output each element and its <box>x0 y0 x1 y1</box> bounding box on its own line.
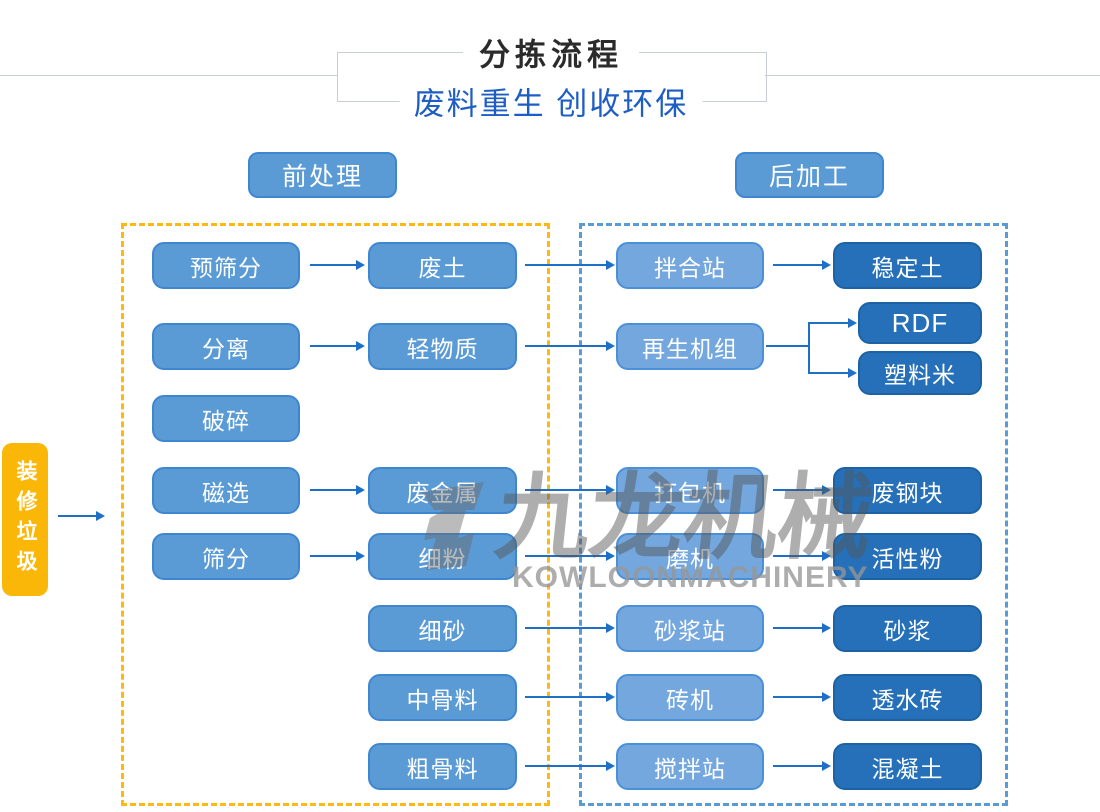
header-line-left <box>0 75 337 76</box>
arrow-mill-activepowder <box>773 551 831 561</box>
node-mortar-station: 砂浆站 <box>616 605 764 652</box>
section-pre-processing: 前处理 <box>248 152 397 198</box>
node-mixing-station: 拌合站 <box>616 242 764 289</box>
node-mortar: 砂浆 <box>833 605 982 652</box>
arrow-finepowder-mill <box>525 551 615 561</box>
node-waste-metal: 废金属 <box>368 467 517 514</box>
arrow-prescreen-wastesoil <box>310 260 365 270</box>
node-mill: 磨机 <box>616 533 764 580</box>
node-fine-sand: 细砂 <box>368 605 517 652</box>
node-magnetic-separation: 磁选 <box>152 467 300 514</box>
node-rdf: RDF <box>858 302 982 344</box>
node-baler: 打包机 <box>616 467 764 514</box>
arrow-lightmaterial-regenunit <box>525 341 615 351</box>
node-plastic-pellets: 塑料米 <box>858 351 982 395</box>
node-stabilized-soil: 稳定土 <box>833 242 982 289</box>
arrow-brickmachine-permeablebrick <box>773 692 831 702</box>
arrow-finesand-mortarstation <box>525 623 615 633</box>
arrow-magnetic-wastemetal <box>310 485 365 495</box>
node-pre-screening: 预筛分 <box>152 242 300 289</box>
node-medium-aggregate: 中骨料 <box>368 674 517 721</box>
arrow-coarseaggregate-mixingplant <box>525 761 615 771</box>
arrow-wastesoil-mixingstation <box>525 260 615 270</box>
node-brick-machine: 砖机 <box>616 674 764 721</box>
node-light-material: 轻物质 <box>368 323 517 370</box>
node-active-powder: 活性粉 <box>833 533 982 580</box>
node-regeneration-unit: 再生机组 <box>616 323 764 370</box>
source-decoration-waste: 装修垃圾 <box>2 443 48 596</box>
node-waste-steel-block: 废钢块 <box>833 467 982 514</box>
arrow-separation-lightmaterial <box>310 341 365 351</box>
arrow-mediumaggregate-brickmachine <box>525 692 615 702</box>
node-crushing: 破碎 <box>152 395 300 442</box>
node-concrete: 混凝土 <box>833 743 982 790</box>
node-fine-powder: 细粉 <box>368 533 517 580</box>
arrow-mixingplant-concrete <box>773 761 831 771</box>
arrow-wastemetal-baler <box>525 485 615 495</box>
header-line-right <box>765 75 1100 76</box>
node-permeable-brick: 透水砖 <box>833 674 982 721</box>
pre-processing-zone <box>121 223 550 806</box>
branch-vertical-line <box>808 322 810 374</box>
node-separation: 分离 <box>152 323 300 370</box>
arrow-mortarstation-mortar <box>773 623 831 633</box>
node-waste-soil: 废土 <box>368 242 517 289</box>
arrow-baler-wastesteel <box>773 485 831 495</box>
section-post-processing: 后加工 <box>735 152 884 198</box>
arrow-mixingstation-stabilizedsoil <box>773 260 831 270</box>
node-coarse-aggregate: 粗骨料 <box>368 743 517 790</box>
arrow-screening-finepowder <box>310 551 365 561</box>
node-screening: 筛分 <box>152 533 300 580</box>
arrow-regenunit-plasticpellets <box>809 368 857 378</box>
page-subtitle: 废料重生 创收环保 <box>399 78 703 124</box>
arrow-source-to-zone <box>58 511 105 521</box>
branch-stem-line <box>766 345 810 347</box>
page-title: 分拣流程 <box>463 29 639 75</box>
node-concrete-mixing-station: 搅拌站 <box>616 743 764 790</box>
arrow-regenunit-rdf <box>809 318 857 328</box>
post-processing-zone <box>579 223 1008 806</box>
